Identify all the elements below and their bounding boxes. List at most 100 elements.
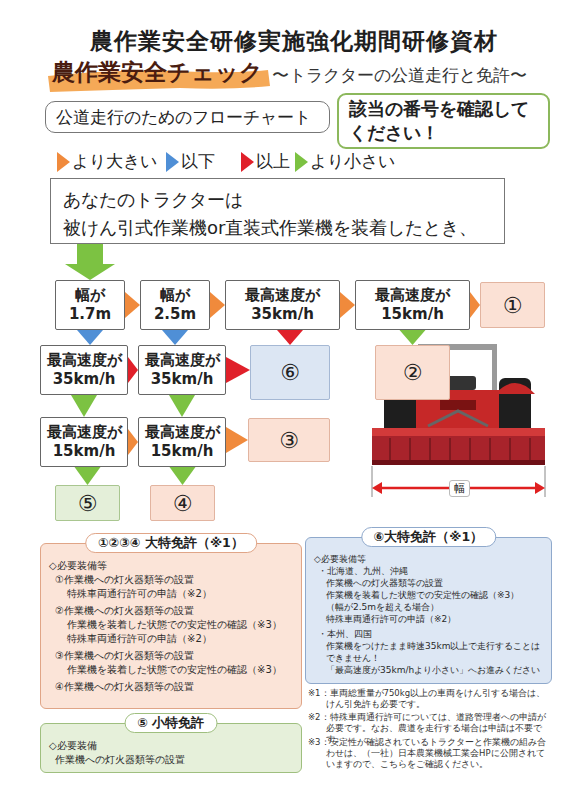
dimension-tick xyxy=(545,466,546,497)
panel-heading: ①②③④ 大特免許（※1） xyxy=(85,533,257,553)
panel-line: 特殊車両通行許可の申請（※2） xyxy=(314,613,543,625)
node-text: 幅が 2.5m xyxy=(141,286,209,325)
node-text: 最高速度が 15km/h xyxy=(41,423,127,462)
panel-line: 作業機への灯火器類等の設置 xyxy=(314,577,543,589)
legend-swatch xyxy=(57,152,70,172)
page-title: 農作業安全研修実施強化期間研修資材 xyxy=(0,26,587,57)
flow-arrow xyxy=(170,467,196,485)
panel-line: 作業機を装着した状態での安定性の確認（※3） xyxy=(49,663,293,677)
flow-arrow xyxy=(226,357,250,383)
decision-box: 最高速度が 35km/h xyxy=(225,280,340,330)
heading-box: 公道走行のためのフローチャート xyxy=(45,101,330,133)
result-box: ② xyxy=(375,345,450,400)
node-text: 該当の番号を確認してください！ xyxy=(349,97,538,146)
panel-line: 特殊車両通行許可の申請（※2） xyxy=(49,587,293,601)
legend-swatch xyxy=(166,152,179,172)
flow-arrow xyxy=(400,330,426,345)
panel-heading: ⑤ 小特免許 xyxy=(125,713,218,733)
flow-arrow xyxy=(169,395,195,417)
panel-line: 作業機を装着した状態での安定性の確認（※3） xyxy=(314,589,543,601)
flow-arrow xyxy=(470,292,480,318)
flow-arrow xyxy=(128,429,138,455)
node-text: 公道走行のためのフローチャート xyxy=(56,106,311,129)
panel-line: ③作業機への灯火器類等の設置 xyxy=(49,649,293,663)
dimension-label: 幅 xyxy=(449,480,470,497)
flow-arrow xyxy=(77,330,103,345)
legend-swatch-frame xyxy=(241,152,254,172)
node-text: 幅が 1.7m xyxy=(56,286,124,325)
panel-line: 作業機への灯火器類等の設置 xyxy=(49,753,293,767)
flow-arrow xyxy=(65,244,115,280)
decision-box: 最高速度が 35km/h xyxy=(40,345,128,395)
panel-heading: ⑥大特免許（※1） xyxy=(361,527,496,547)
panel-line: ・北海道、九州、沖縄 xyxy=(314,565,543,577)
decision-box: 最高速度が 15km/h xyxy=(40,417,128,467)
result-box: ① xyxy=(480,282,545,328)
result-box: ⑥ xyxy=(250,345,330,400)
tractor-body xyxy=(440,400,476,410)
subtitle: 〜トラクターの公道走行と免許〜 xyxy=(272,64,527,87)
flow-arrow xyxy=(277,330,303,345)
license-panel: ⑤ 小特免許◇必要装備作業機への灯火器類等の設置 xyxy=(40,723,302,773)
flow-arrow xyxy=(75,467,101,485)
rotary-cover xyxy=(372,428,545,436)
panel-line: （幅が2.5mを超える場合） xyxy=(314,601,543,613)
tractor-illustration xyxy=(372,344,545,497)
start-box: あなたのトラクターは 被けん引式作業機or直装式作業機を装着したとき、 xyxy=(50,178,505,244)
panel-line: ①作業機への灯火器類等の設置 xyxy=(49,573,293,587)
legend-text: 以下 xyxy=(181,150,215,173)
instruction-box: 該当の番号を確認してください！ xyxy=(337,93,550,149)
legend-swatch-frame xyxy=(295,152,308,172)
node-text: ⑤ xyxy=(78,491,98,516)
rotary-skirt xyxy=(372,460,545,465)
node-text: 最高速度が 35km/h xyxy=(41,351,127,390)
legend-swatch-frame xyxy=(166,152,179,172)
flow-arrow xyxy=(340,292,355,318)
flow-arrow xyxy=(210,292,225,318)
legend-swatch-frame xyxy=(57,152,70,172)
panel-line: 「最高速度が35km/hより小さい」へお進みください xyxy=(314,664,543,676)
rotary-implement xyxy=(372,436,545,462)
license-panel: ①②③④ 大特免許（※1）◇必要装備等①作業機への灯火器類等の設置特殊車両通行許… xyxy=(40,543,302,709)
decision-box: 最高速度が 15km/h xyxy=(355,280,470,330)
hitch xyxy=(428,411,488,426)
flow-arrow xyxy=(226,427,248,453)
legend-swatch xyxy=(241,152,254,172)
node-text: ④ xyxy=(173,491,193,516)
flow-arrow xyxy=(71,395,97,417)
node-text: 最高速度が 15km/h xyxy=(356,286,469,325)
fender xyxy=(495,383,535,394)
dimension-arrowhead xyxy=(535,482,545,494)
decision-box: 最高速度が 35km/h xyxy=(138,345,226,395)
legend-swatch xyxy=(295,152,308,172)
rotary-ribs xyxy=(390,438,530,460)
node-text: 最高速度が 35km/h xyxy=(139,351,225,390)
panel-line: ◇必要装備等 xyxy=(49,559,293,573)
flow-arrow xyxy=(125,292,140,318)
footnote: ※1：車両総重量が750kg以上の車両をけん引する場合は、けん引免許も必要です。 xyxy=(308,688,552,710)
license-panel: ⑥大特免許（※1）◇必要装備等・北海道、九州、沖縄作業機への灯火器類等の設置作業… xyxy=(305,537,552,684)
legend-item: より小さい xyxy=(295,150,395,173)
legend-item: 以上 xyxy=(241,150,290,173)
node-text: ① xyxy=(503,293,523,318)
node-text: 最高速度が 15km/h xyxy=(139,423,225,462)
dimension-tick xyxy=(372,466,373,497)
panel-line: 作業機を装着した状態での安定性の確認（※3） xyxy=(49,618,293,632)
flow-arrow xyxy=(128,357,138,383)
legend-item: 以下 xyxy=(166,150,215,173)
result-box: ④ xyxy=(150,485,215,521)
panel-line: 作業機をつけたまま時速35km以上で走行することはできません！ xyxy=(314,640,543,664)
result-box: ③ xyxy=(248,418,330,462)
decision-box: 最高速度が 15km/h xyxy=(138,417,226,467)
legend-text: より大きい xyxy=(72,150,157,173)
node-text: あなたのトラクターは 被けん引式作業機or直装式作業機を装着したとき、 xyxy=(63,186,492,242)
node-text: ⑥ xyxy=(280,360,300,385)
legend-item: より大きい xyxy=(57,150,157,173)
panel-line: 特殊車両通行許可の申請（※2） xyxy=(49,632,293,646)
node-text: ② xyxy=(403,360,423,385)
decision-box: 幅が 2.5m xyxy=(140,280,210,330)
dimension-arrowhead xyxy=(372,482,382,494)
legend-text: より小さい xyxy=(310,150,395,173)
